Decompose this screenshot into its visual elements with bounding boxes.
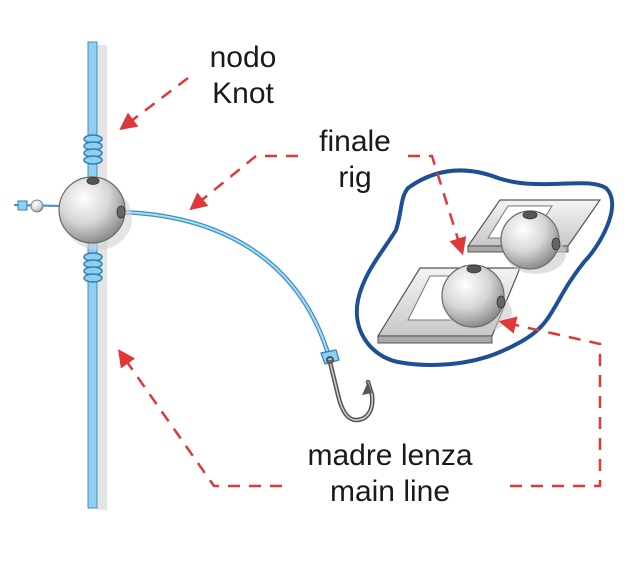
arrow-rig bbox=[189, 154, 298, 211]
arrow-rig-inset bbox=[408, 154, 467, 256]
label-rig-line2: rig bbox=[338, 161, 372, 194]
label-main-line: madre lenza main line bbox=[270, 438, 510, 510]
stopper-bead bbox=[30, 199, 44, 213]
label-knot: nodo Knot bbox=[188, 40, 298, 112]
label-main-line-line1: madre lenza bbox=[307, 439, 473, 472]
label-main-line-line2: main line bbox=[329, 475, 451, 508]
inset-bead-lower-hole-top bbox=[466, 264, 482, 274]
inset-bead-upper-hole-top bbox=[522, 210, 538, 220]
inset-bead-upper bbox=[500, 210, 560, 270]
knot-coils-upper bbox=[83, 134, 103, 165]
swivel-bead bbox=[58, 176, 126, 244]
label-knot-line2: Knot bbox=[212, 77, 274, 110]
knot-coils-lower bbox=[83, 252, 103, 283]
inset-bead-upper-hole-side bbox=[551, 237, 561, 251]
rig-line-highlight bbox=[119, 211, 331, 361]
arrow-knot bbox=[119, 77, 189, 131]
inset-bead-lower bbox=[441, 264, 505, 328]
bead-hole-side bbox=[116, 205, 126, 219]
label-knot-line1: nodo bbox=[209, 41, 277, 74]
hook bbox=[320, 349, 375, 423]
inset-bead-lower-hole-side bbox=[496, 295, 506, 309]
bead-hole-top bbox=[86, 177, 100, 185]
label-rig: finale rig bbox=[300, 124, 410, 196]
arrow-main-line bbox=[117, 349, 282, 488]
stopper-knot bbox=[17, 200, 28, 211]
arrow-main-line-inset bbox=[498, 316, 602, 488]
arrows bbox=[117, 77, 602, 488]
label-rig-line1: finale bbox=[319, 125, 391, 158]
